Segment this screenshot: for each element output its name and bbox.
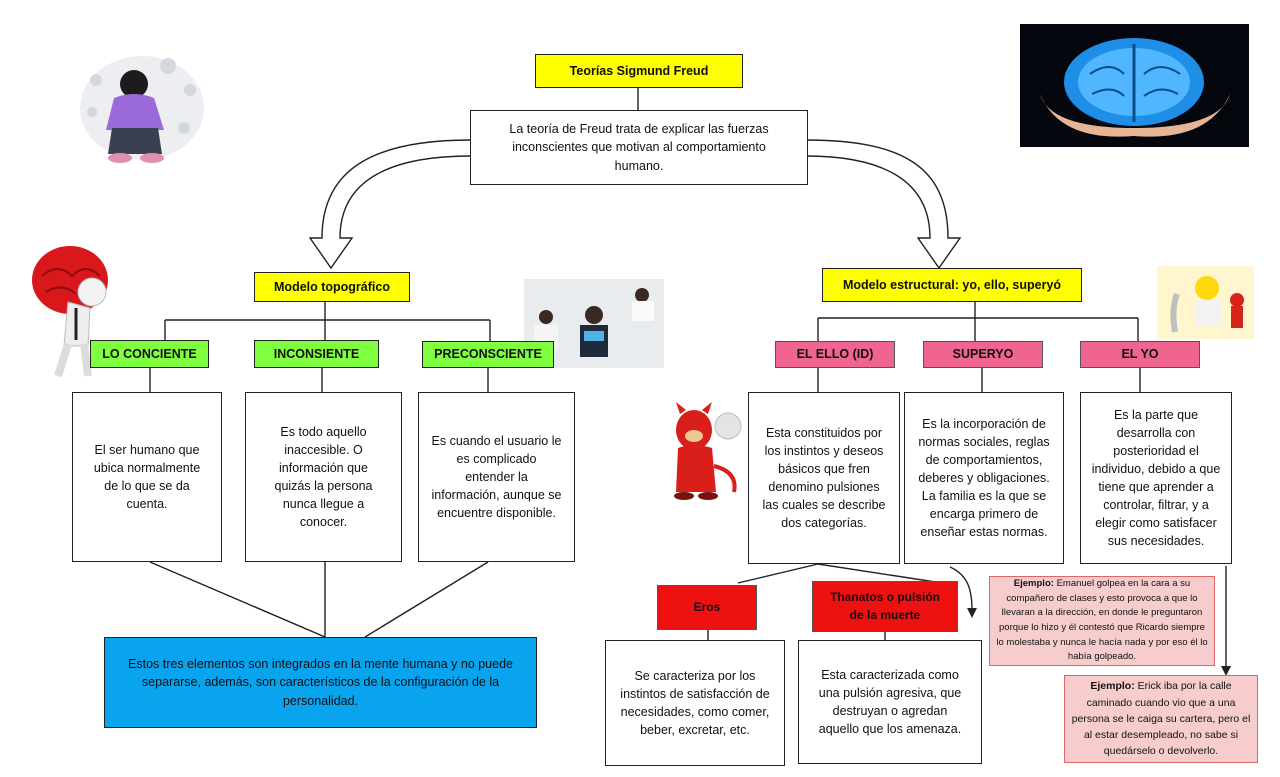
superyo-label: SUPERYO: [923, 341, 1043, 368]
preconsciente-label: PRECONSCIENTE: [422, 341, 554, 368]
superyo-description: Es la incorporación de normas sociales, …: [904, 392, 1064, 564]
structural-model-title: Modelo estructural: yo, ello, superyó: [822, 268, 1082, 302]
person-carrying-brain-image: [32, 246, 108, 378]
topographic-summary: Estos tres elementos son integrados en l…: [104, 637, 537, 728]
topographic-model-title: Modelo topográfico: [254, 272, 410, 302]
example-label: Ejemplo:: [1090, 680, 1135, 693]
ello-label: EL ELLO (ID): [775, 341, 895, 368]
preconsciente-description: Es cuando el usuario le es complicado en…: [418, 392, 575, 562]
yo-example-note: Ejemplo: Erick iba por la calle caminado…: [1064, 675, 1258, 763]
example-label: Ejemplo:: [1013, 577, 1054, 589]
eros-label: Eros: [657, 585, 757, 630]
devil-homer-image: [674, 402, 742, 500]
yo-label: EL YO: [1080, 341, 1200, 368]
consciente-description: El ser humano que ubica normalmente de l…: [72, 392, 222, 562]
example-text: Emanuel golpea en la cara a su compañero…: [996, 577, 1208, 663]
thanatos-label: Thanatos o pulsión de la muerte: [812, 581, 958, 632]
example-text: Erick iba por la calle caminado cuando v…: [1071, 680, 1251, 758]
inconsciente-label: INCONSIENTE: [254, 340, 379, 368]
intro-box: La teoría de Freud trata de explicar las…: [470, 110, 808, 185]
consciente-label: LO CONCIENTE: [90, 340, 209, 368]
superyo-example-note: Ejemplo: Emanuel golpea en la cara a su …: [989, 576, 1215, 666]
inconsciente-description: Es todo aquello inaccesible. O informaci…: [245, 392, 402, 562]
ello-description: Esta constituidos por los instintos y de…: [748, 392, 900, 564]
title-box: Teorías Sigmund Freud: [535, 54, 743, 88]
thanatos-description: Esta caracterizada como una pulsión agre…: [798, 640, 982, 764]
eros-description: Se caracteriza por los instintos de sati…: [605, 640, 785, 766]
homer-angel-devil-image: [1157, 266, 1254, 339]
brain-in-hands-image: [1020, 24, 1249, 147]
yo-description: Es la parte que desarrolla con posterior…: [1080, 392, 1232, 564]
sad-person-image: [80, 56, 204, 163]
